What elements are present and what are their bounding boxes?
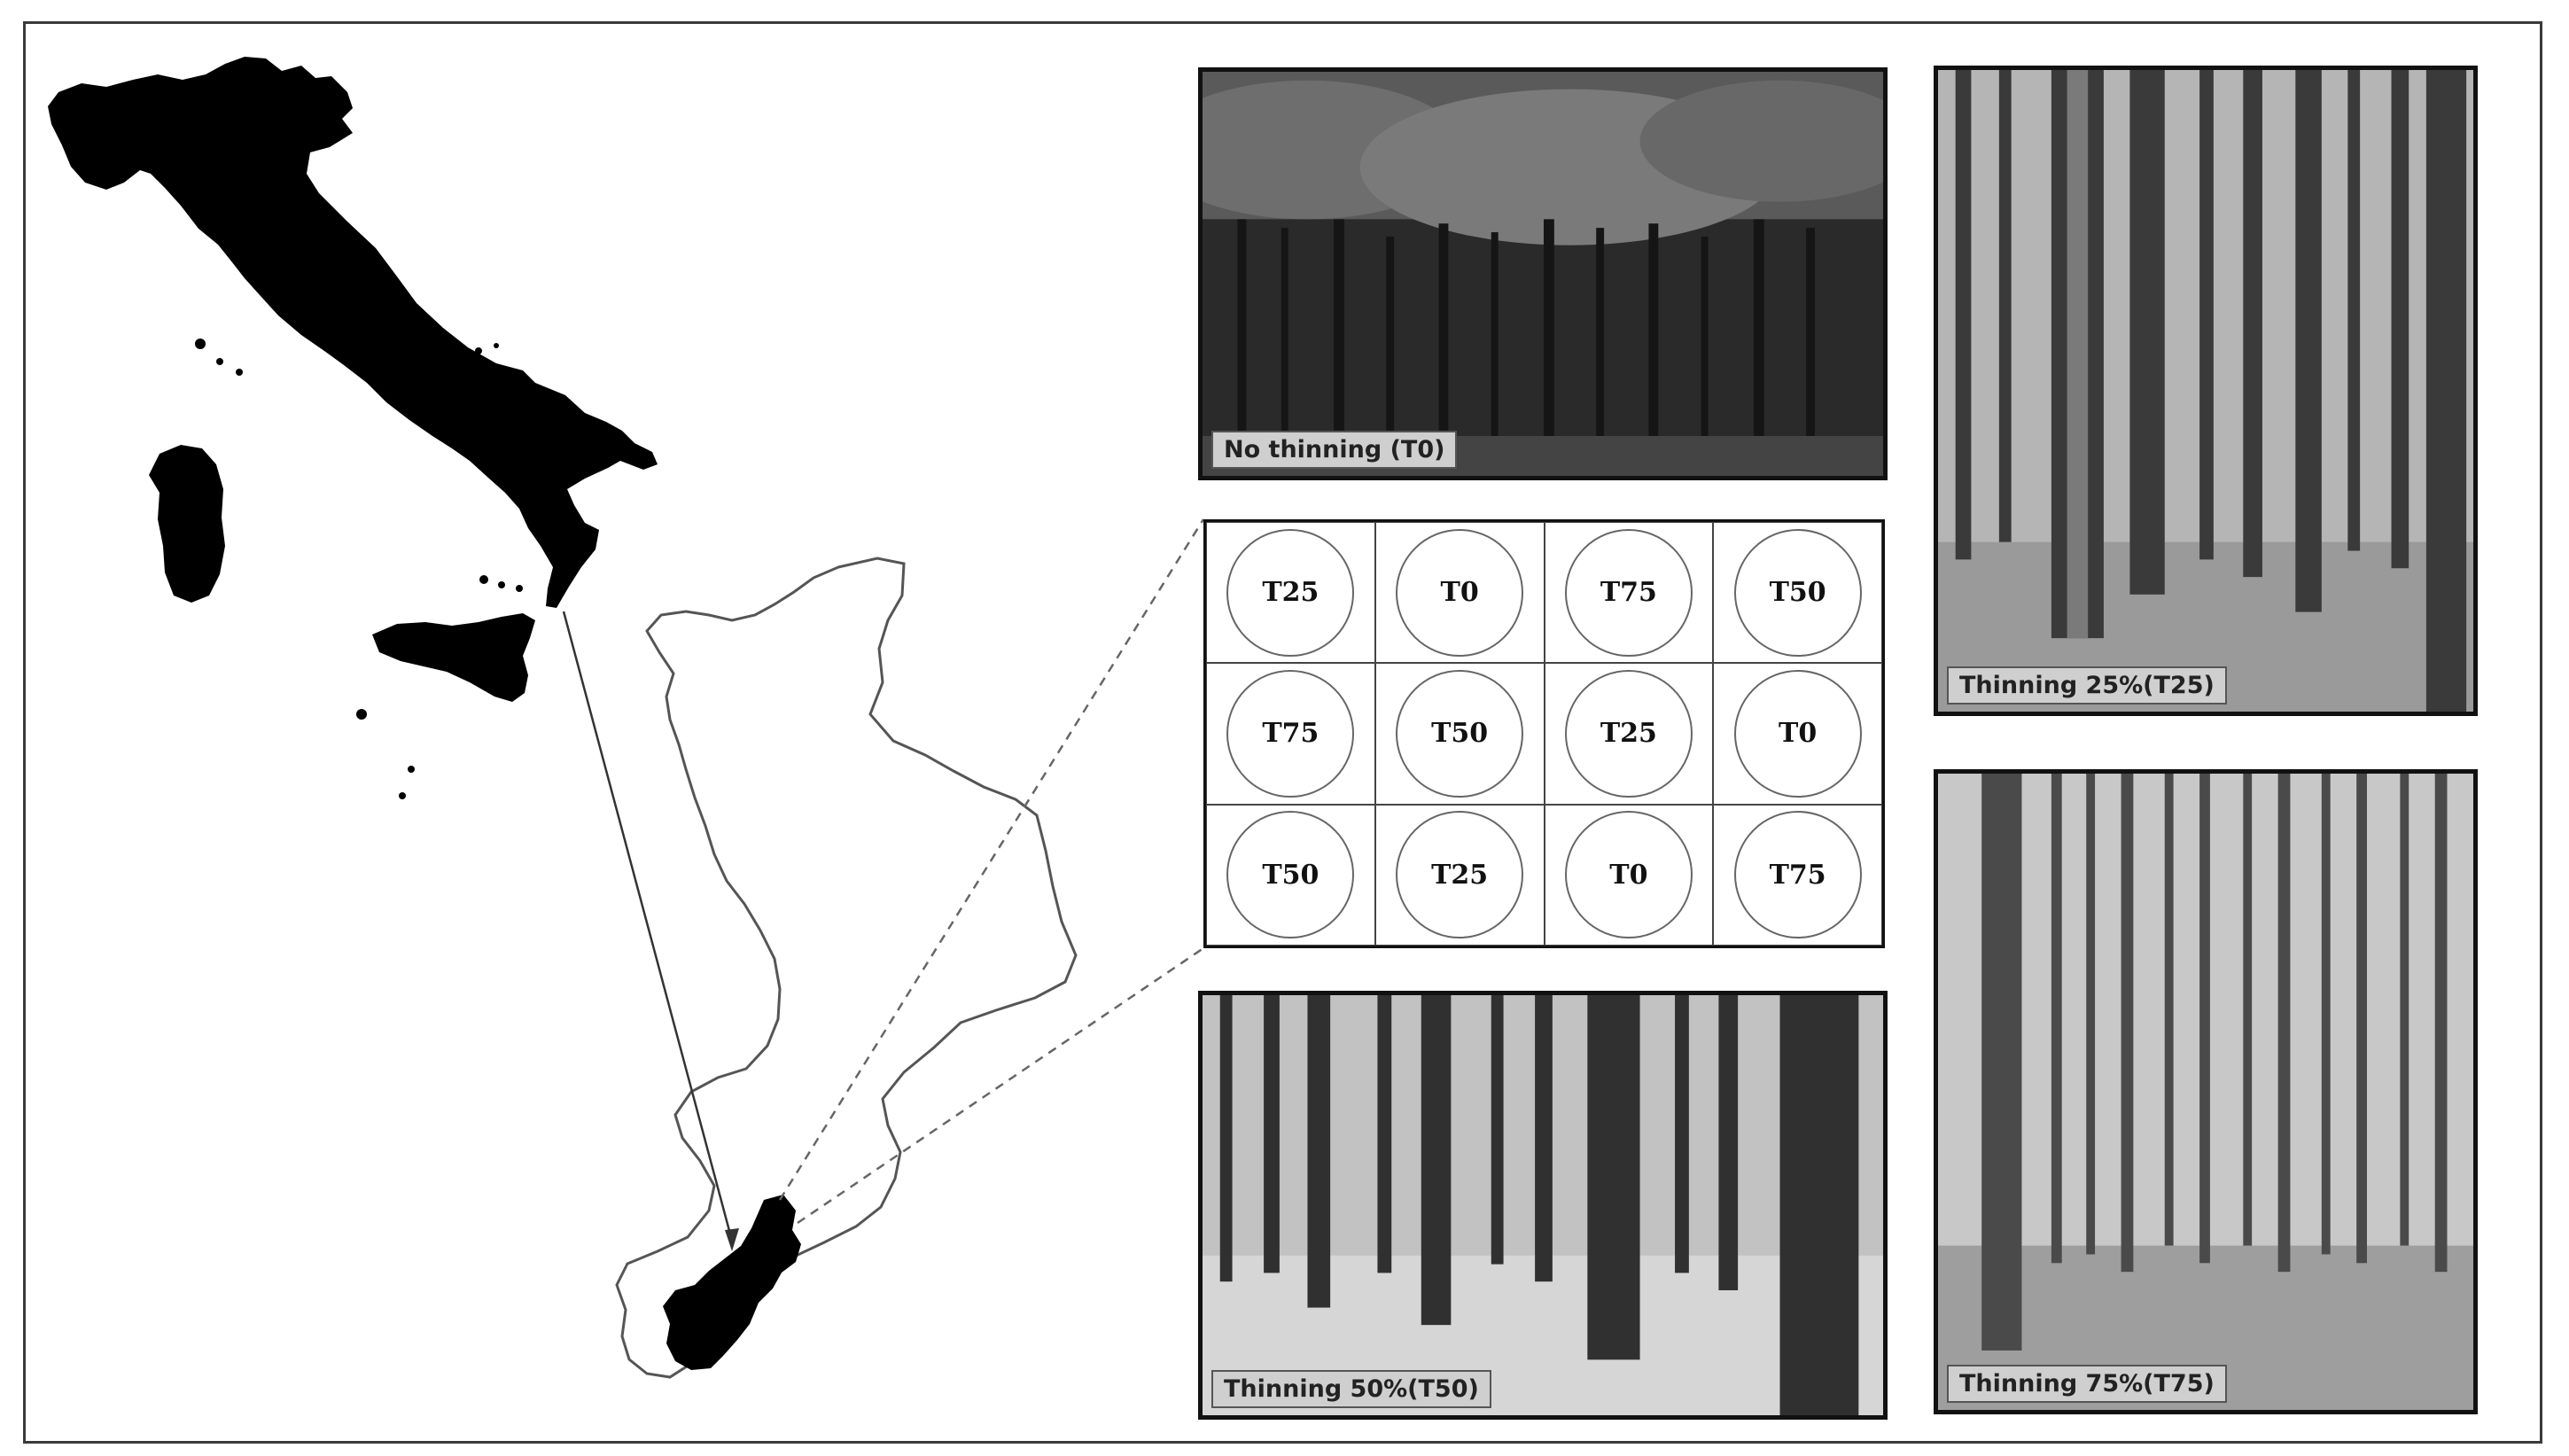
plot-cell: T75 [1206, 663, 1375, 805]
photo-thinning-75: Thinning 75%(T75) [1934, 769, 2478, 1414]
italy-mainland [48, 57, 658, 608]
photo-no-thinning: No thinning (T0) [1198, 67, 1888, 480]
plot-circle: T75 [1226, 669, 1355, 798]
plot-cell: T0 [1713, 663, 1882, 805]
study-area [663, 1195, 801, 1370]
plot-circle: T50 [1226, 811, 1355, 939]
calabria-outline [615, 557, 1078, 1379]
plot-cell: T50 [1374, 663, 1545, 805]
sicily [372, 613, 535, 702]
plot-cell: T25 [1544, 663, 1714, 805]
plot-cell: T75 [1713, 804, 1882, 946]
plot-circle: T25 [1564, 669, 1693, 798]
locator-arrow [562, 611, 734, 1242]
forest-t25-image [1938, 70, 2473, 712]
plot-circle: T0 [1564, 811, 1693, 939]
plot-circle: T75 [1564, 528, 1693, 657]
plot-cell: T50 [1713, 522, 1882, 664]
arrow-head [725, 1228, 739, 1251]
plot-cell: T0 [1374, 522, 1545, 664]
plot-circle: T75 [1733, 811, 1862, 939]
caption-t50: Thinning 50%(T50) [1211, 1370, 1491, 1408]
plot-circle: T25 [1396, 811, 1524, 939]
forest-t50-image [1203, 995, 1883, 1415]
plot-circle: T50 [1733, 528, 1862, 657]
plot-circle: T50 [1396, 669, 1524, 798]
plot-circle: T25 [1226, 528, 1355, 657]
plot-cell: T25 [1374, 804, 1545, 946]
forest-dense-image [1203, 72, 1883, 476]
caption-t25: Thinning 25%(T25) [1947, 666, 2227, 705]
plot-cell: T75 [1544, 522, 1714, 664]
plot-cell: T25 [1206, 522, 1375, 664]
plot-cell: T0 [1544, 804, 1714, 946]
forest-t75-image [1938, 774, 2473, 1410]
connector-bottom [797, 946, 1204, 1225]
photo-thinning-25: Thinning 25%(T25) [1934, 66, 2478, 716]
caption-t75: Thinning 75%(T75) [1947, 1365, 2227, 1403]
caption-t0: No thinning (T0) [1211, 431, 1458, 469]
plot-circle: T0 [1733, 669, 1862, 798]
plot-circle: T0 [1396, 528, 1524, 657]
plot-layout-grid: T25 T0 T75 T50 T75 T50 T25 T0 T50 T25 T0… [1203, 519, 1885, 948]
sardinia [149, 445, 225, 603]
plot-cell: T50 [1206, 804, 1375, 946]
photo-thinning-50: Thinning 50%(T50) [1198, 991, 1888, 1420]
connector-top [778, 518, 1205, 1201]
